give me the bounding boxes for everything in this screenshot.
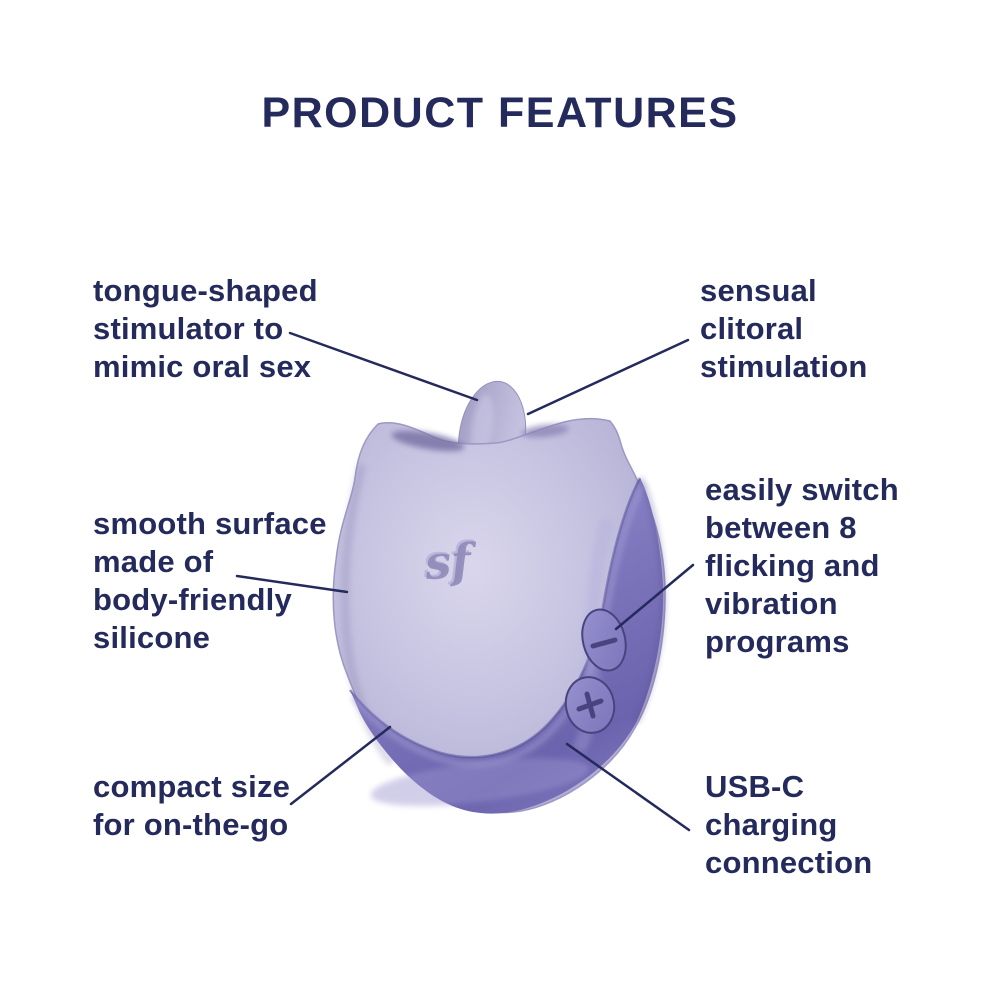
feature-clitoral-stimulation: sensual clitoral stimulation — [700, 273, 868, 384]
connector-lines — [235, 331, 695, 832]
opening-shadow-left — [391, 430, 465, 452]
feature-tongue-shaped-stimulator: tongue-shaped stimulator to mimic oral s… — [93, 273, 318, 384]
connector-line-programs-feature — [614, 563, 695, 631]
connector-line-compact-feature — [289, 725, 392, 806]
connector-line-surface-feature — [235, 574, 349, 594]
opening-shadow-right — [521, 424, 569, 438]
page-title: PRODUCT FEATURES — [261, 89, 739, 137]
satisfyer-logo: sf sf — [420, 531, 480, 590]
feature-vibration-programs: easily switch between 8 flicking and vib… — [705, 472, 899, 659]
feature-usb-charging: USB-C charging connection — [705, 769, 873, 880]
plus-icon — [576, 691, 604, 719]
feature-compact-size: compact size for on-the-go — [93, 769, 291, 842]
connector-line-usb-feature — [565, 742, 691, 832]
connector-line-clitoral-feature — [526, 338, 690, 416]
connector-line-tongue-feature — [288, 331, 479, 402]
minus-button — [581, 608, 627, 672]
plus-button — [564, 676, 616, 734]
minus-icon — [590, 637, 618, 649]
feature-smooth-surface: smooth surface made of body-friendly sil… — [93, 506, 327, 655]
